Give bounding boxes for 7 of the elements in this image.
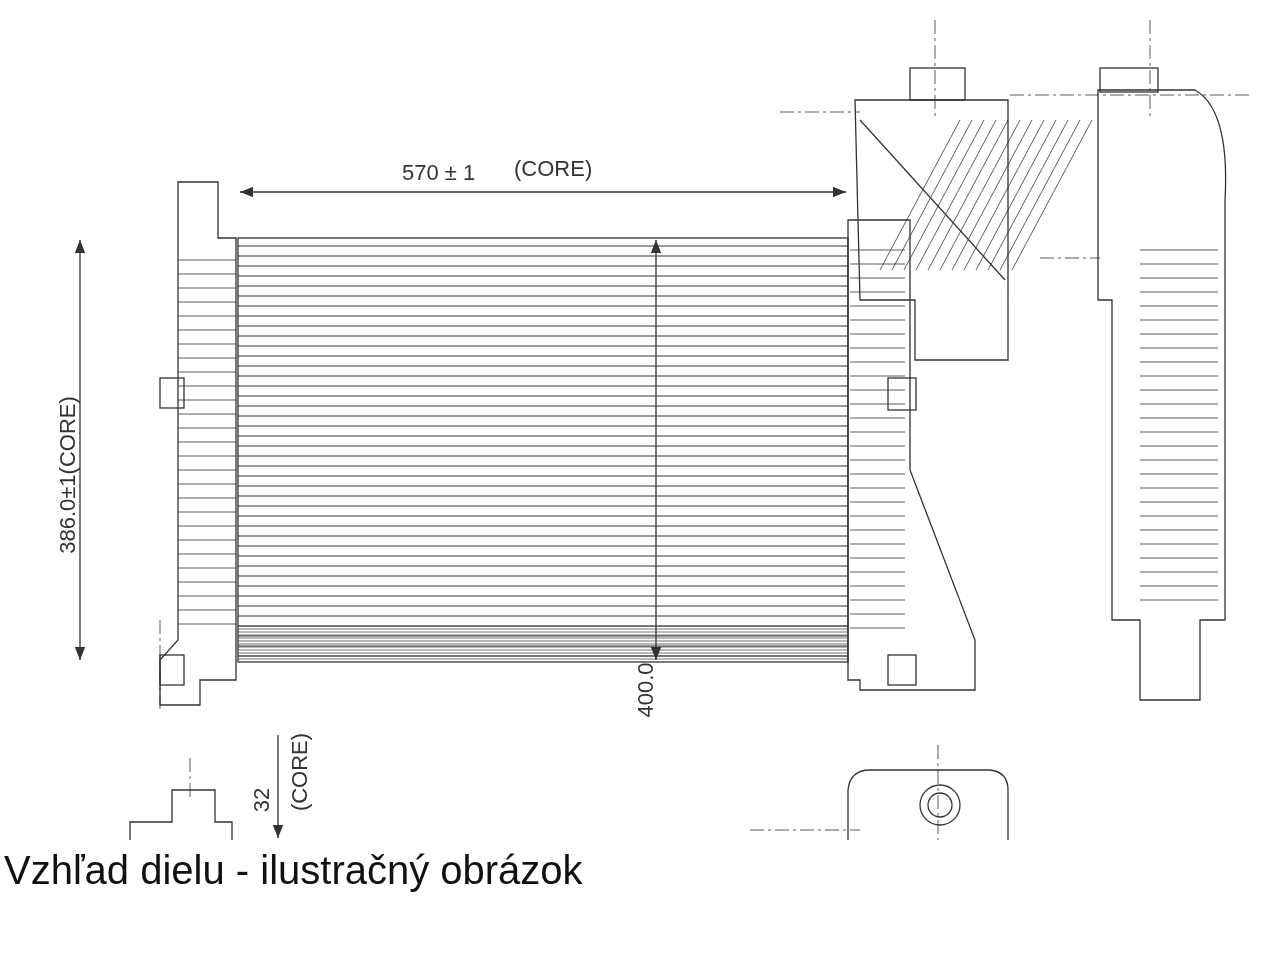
dimension-label: 400.0 [634,662,657,718]
dimension-label: 570 ± 1 [402,162,476,184]
dimension-label: (CORE) [514,158,593,180]
caption: Vzhľad dielu - ilustračný obrázok [4,848,583,893]
dimension-label: 32 [251,787,274,813]
dimension-label: 386.0±1(CORE) [56,396,79,554]
dimension-label: (CORE) [289,732,312,812]
